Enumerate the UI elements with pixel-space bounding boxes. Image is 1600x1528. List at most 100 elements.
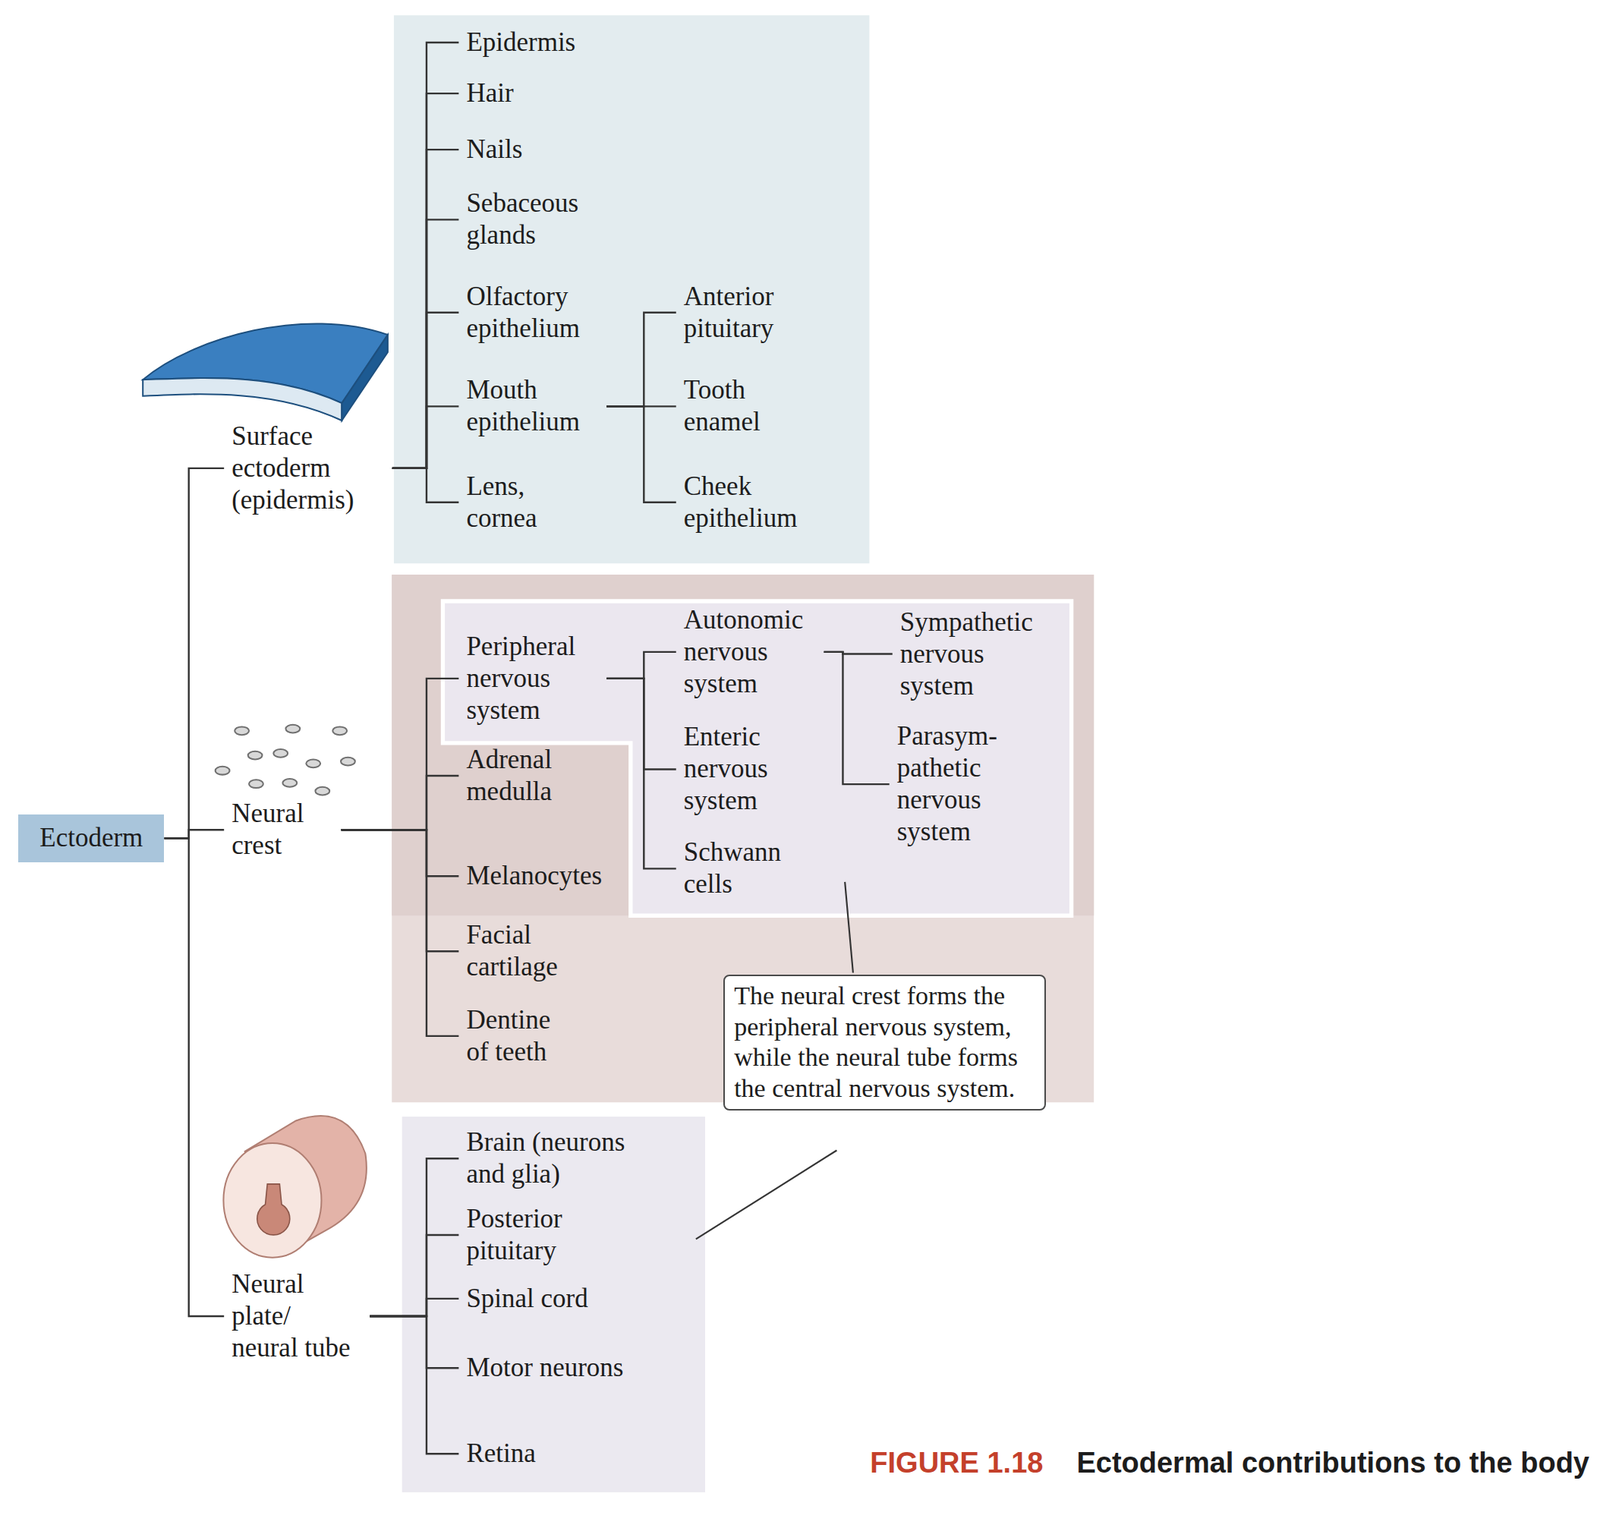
tree-connector	[369, 1316, 459, 1454]
node-text: Cheek epithelium	[683, 470, 817, 535]
tree-entry: Epidermis	[458, 26, 583, 59]
node-text: Facial cartilage	[466, 919, 589, 983]
tree-entry: Hair	[458, 77, 521, 110]
tree-entry: Motor neurons	[458, 1351, 631, 1384]
tree-connector	[163, 829, 224, 838]
tree-entry: Neural plate/ neural tube	[223, 1268, 370, 1364]
tree-connector	[824, 651, 890, 785]
caption-text: Ectodermal contributions to the body	[1076, 1446, 1590, 1480]
tree-connector	[606, 651, 677, 679]
node-text: Schwann cells	[683, 836, 817, 901]
node-text: Parasym- pathetic nervous system	[897, 720, 1020, 848]
root-box: Ectoderm	[18, 814, 164, 863]
tree-connector	[392, 93, 460, 469]
figure-number: FIGURE 1.18	[869, 1446, 1043, 1480]
tree-connector	[392, 149, 460, 469]
tree-connector	[392, 468, 460, 503]
ectoderm-sheet	[142, 323, 388, 421]
tree-entry: Facial cartilage	[458, 919, 596, 983]
tree-entry: Sebaceous glands	[458, 187, 607, 252]
tree-connector	[392, 406, 460, 469]
node-text: Olfactory epithelium	[466, 280, 599, 345]
tree-entry: Peripheral nervous system	[458, 630, 607, 727]
node-text: Retina	[466, 1437, 536, 1470]
node-text: Lens, cornea	[466, 470, 579, 535]
tree-entry: Schwann cells	[676, 836, 825, 901]
node-text: Anterior pituitary	[683, 280, 817, 345]
tree-entry: Adrenal medulla	[458, 743, 607, 808]
tree-connector	[341, 775, 460, 830]
node-text: Autonomic nervous system	[683, 604, 817, 700]
node-text: Spinal cord	[466, 1282, 588, 1315]
crest-cells	[215, 724, 356, 796]
figure-caption: FIGURE 1.18 Ectodermal contributions to …	[869, 1446, 1590, 1480]
callout-box: The neural crest forms the peripheral ne…	[723, 974, 1046, 1111]
tree-connector	[341, 829, 460, 1037]
tree-connector	[369, 1234, 459, 1317]
tree-connector	[163, 468, 224, 839]
node-text: Sympathetic nervous system	[900, 606, 1049, 703]
node-text: Nails	[466, 133, 523, 166]
node-text: Motor neurons	[466, 1351, 624, 1384]
tree-entry: Anterior pituitary	[676, 280, 825, 345]
tree-entry: Surface ectoderm (epidermis)	[223, 420, 393, 517]
tree-entry: Tooth enamel	[676, 374, 814, 438]
node-text: Posterior pituitary	[466, 1203, 609, 1267]
tree-connector	[369, 1316, 459, 1368]
node-text: Adrenal medulla	[466, 743, 599, 808]
node-text: Melanocytes	[466, 859, 602, 892]
node-text: Tooth enamel	[683, 374, 807, 438]
node-text: Neural crest	[231, 797, 334, 862]
node-text: Hair	[466, 77, 514, 110]
tree-connector	[606, 312, 677, 407]
neural-tube-figure	[223, 1115, 366, 1258]
node-text: Brain (neurons and glia)	[466, 1126, 630, 1191]
node-text: Surface ectoderm (epidermis)	[231, 420, 385, 517]
tree-connector	[392, 42, 460, 469]
tree-connector	[341, 678, 460, 830]
node-text: Enteric nervous system	[683, 721, 817, 817]
tree-entry: Parasym- pathetic nervous system	[889, 720, 1027, 848]
tree-entry: Cheek epithelium	[676, 470, 825, 535]
tree-connector	[369, 1158, 459, 1317]
tree-entry: Melanocytes	[458, 859, 610, 892]
node-text: Neural plate/ neural tube	[231, 1268, 363, 1364]
node-text: The neural crest forms the peripheral ne…	[733, 980, 1036, 1105]
tree-entry: Mouth epithelium	[458, 374, 607, 438]
tree-entry: Brain (neurons and glia)	[458, 1126, 637, 1191]
node-text: Epidermis	[466, 26, 576, 59]
tree-connector	[341, 829, 460, 952]
tube-panel	[402, 1116, 706, 1493]
node-text: Dentine of teeth	[466, 1004, 568, 1068]
node-text: Mouth epithelium	[466, 374, 599, 438]
tree-entry: Posterior pituitary	[458, 1203, 617, 1267]
tree-entry: Dentine of teeth	[458, 1004, 576, 1068]
tree-connector	[163, 837, 224, 1317]
leader-line	[696, 1149, 838, 1239]
tree-entry: Lens, cornea	[458, 470, 586, 535]
crest-panel-band	[391, 574, 1094, 916]
tree-entry: Nails	[458, 133, 530, 166]
tree-connector	[606, 406, 677, 502]
node-text: Sebaceous glands	[466, 187, 599, 252]
tree-connector	[392, 312, 460, 469]
tree-entry: Neural crest	[223, 797, 341, 862]
tree-connector	[369, 1298, 459, 1317]
surface-panel	[393, 15, 870, 564]
pns-panel	[442, 601, 1071, 916]
tree-entry: Sympathetic nervous system	[892, 606, 1056, 703]
tree-entry: Enteric nervous system	[676, 721, 825, 817]
tree-entry: Olfactory epithelium	[458, 280, 607, 345]
node-text: Ectoderm	[39, 822, 143, 854]
tree-entry: Autonomic nervous system	[676, 604, 825, 700]
tree-connector	[341, 829, 460, 876]
tree-connector	[606, 678, 677, 870]
node-text: Peripheral nervous system	[466, 630, 599, 727]
tree-entry: Retina	[458, 1437, 543, 1470]
tree-connector	[392, 219, 460, 469]
leader-line	[844, 881, 854, 974]
tree-connector	[606, 678, 677, 770]
tree-entry: Spinal cord	[458, 1282, 596, 1315]
